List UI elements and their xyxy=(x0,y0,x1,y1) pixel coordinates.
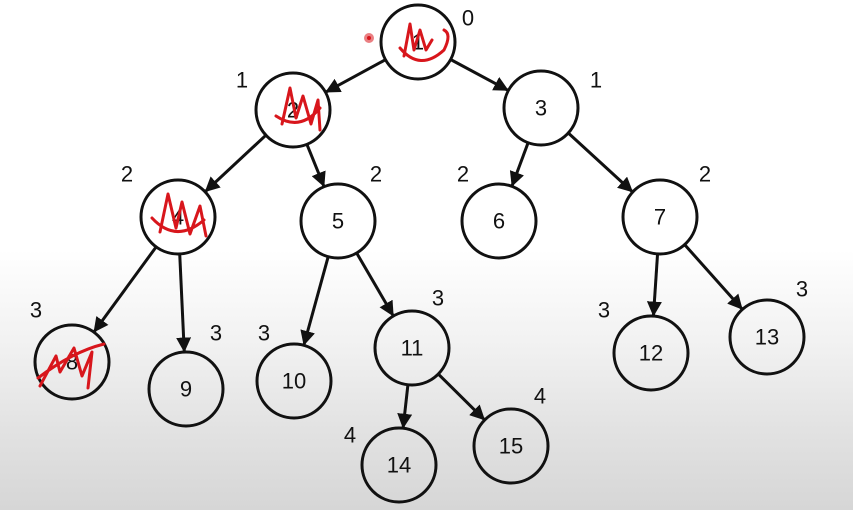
pen-cursor-core-icon xyxy=(367,36,371,40)
node-circle-1 xyxy=(379,3,457,81)
depth-label-10: 3 xyxy=(258,321,270,346)
depth-label-6: 2 xyxy=(457,162,469,187)
depth-label-4: 2 xyxy=(121,162,133,187)
visited-mark-4 xyxy=(150,192,208,238)
tree-node-5: 5 xyxy=(299,182,377,260)
tree-node-3: 3 xyxy=(502,69,580,147)
edge-3-6 xyxy=(509,142,530,187)
tree-node-10: 10 xyxy=(255,342,333,420)
tree-node-11: 11 xyxy=(373,309,451,387)
depth-label-2: 1 xyxy=(236,68,248,93)
depth-label-3: 1 xyxy=(590,68,602,93)
node-circle-12 xyxy=(612,314,690,392)
visited-mark-8 xyxy=(36,342,106,390)
edges-layer xyxy=(93,58,743,429)
edge-5-11 xyxy=(355,252,395,317)
visited-mark-2 xyxy=(274,86,322,132)
node-label-9: 9 xyxy=(180,377,192,402)
edge-3-7 xyxy=(567,131,634,193)
edge-1-2 xyxy=(325,58,387,94)
node-circle-14 xyxy=(360,426,438,504)
depth-label-13: 3 xyxy=(796,277,808,302)
depth-label-9: 3 xyxy=(210,321,222,346)
depth-label-15: 4 xyxy=(534,384,546,409)
node-circle-7 xyxy=(621,178,699,256)
node-circle-3 xyxy=(502,69,580,147)
node-label-3: 3 xyxy=(535,96,547,121)
edge-11-14 xyxy=(397,384,413,429)
tree-node-12: 12 xyxy=(612,314,690,392)
tree-node-13: 13 xyxy=(728,298,806,376)
node-label-15: 15 xyxy=(499,434,523,459)
tree-node-9: 9 xyxy=(147,350,225,428)
node-circle-15 xyxy=(472,407,550,485)
depth-label-14: 4 xyxy=(344,423,356,448)
node-circle-5 xyxy=(299,182,377,260)
tree-node-7: 7 xyxy=(621,178,699,256)
edge-11-15 xyxy=(437,372,486,421)
node-circle-13 xyxy=(728,298,806,376)
depth-label-8: 3 xyxy=(30,298,42,323)
node-label-13: 13 xyxy=(755,325,779,350)
edge-4-8 xyxy=(93,245,158,333)
node-label-11: 11 xyxy=(401,336,424,361)
edge-1-3 xyxy=(449,58,509,92)
tree-node-8: 8 xyxy=(33,323,111,401)
edge-4-9 xyxy=(176,253,192,353)
node-label-5: 5 xyxy=(332,209,344,234)
depth-label-11: 3 xyxy=(432,286,444,311)
node-circle-6 xyxy=(460,182,538,260)
annotation-ink-layer xyxy=(36,22,450,390)
node-label-12: 12 xyxy=(639,341,663,366)
tree-node-14: 14 xyxy=(360,426,438,504)
node-circle-11 xyxy=(373,309,451,387)
node-label-14: 14 xyxy=(387,453,411,478)
tree-node-15: 15 xyxy=(472,407,550,485)
depth-label-5: 2 xyxy=(370,162,382,187)
edge-7-12 xyxy=(646,253,662,317)
node-circle-10 xyxy=(255,342,333,420)
edge-2-5 xyxy=(305,143,326,188)
node-label-10: 10 xyxy=(282,369,306,394)
node-label-6: 6 xyxy=(493,209,505,234)
node-circle-9 xyxy=(147,350,225,428)
depth-label-1: 0 xyxy=(462,6,474,31)
node-circle-4 xyxy=(139,178,217,256)
node-circle-8 xyxy=(33,323,111,401)
edge-7-13 xyxy=(683,243,743,310)
tree-node-1: 1 xyxy=(379,3,457,81)
edge-5-10 xyxy=(300,256,330,346)
tree-node-6: 6 xyxy=(460,182,538,260)
depth-label-12: 3 xyxy=(598,298,610,323)
visited-mark-1 xyxy=(398,22,450,62)
depth-label-7: 2 xyxy=(699,162,711,187)
node-label-7: 7 xyxy=(654,205,666,230)
edge-2-4 xyxy=(204,134,267,193)
node-circle-2 xyxy=(254,71,332,149)
